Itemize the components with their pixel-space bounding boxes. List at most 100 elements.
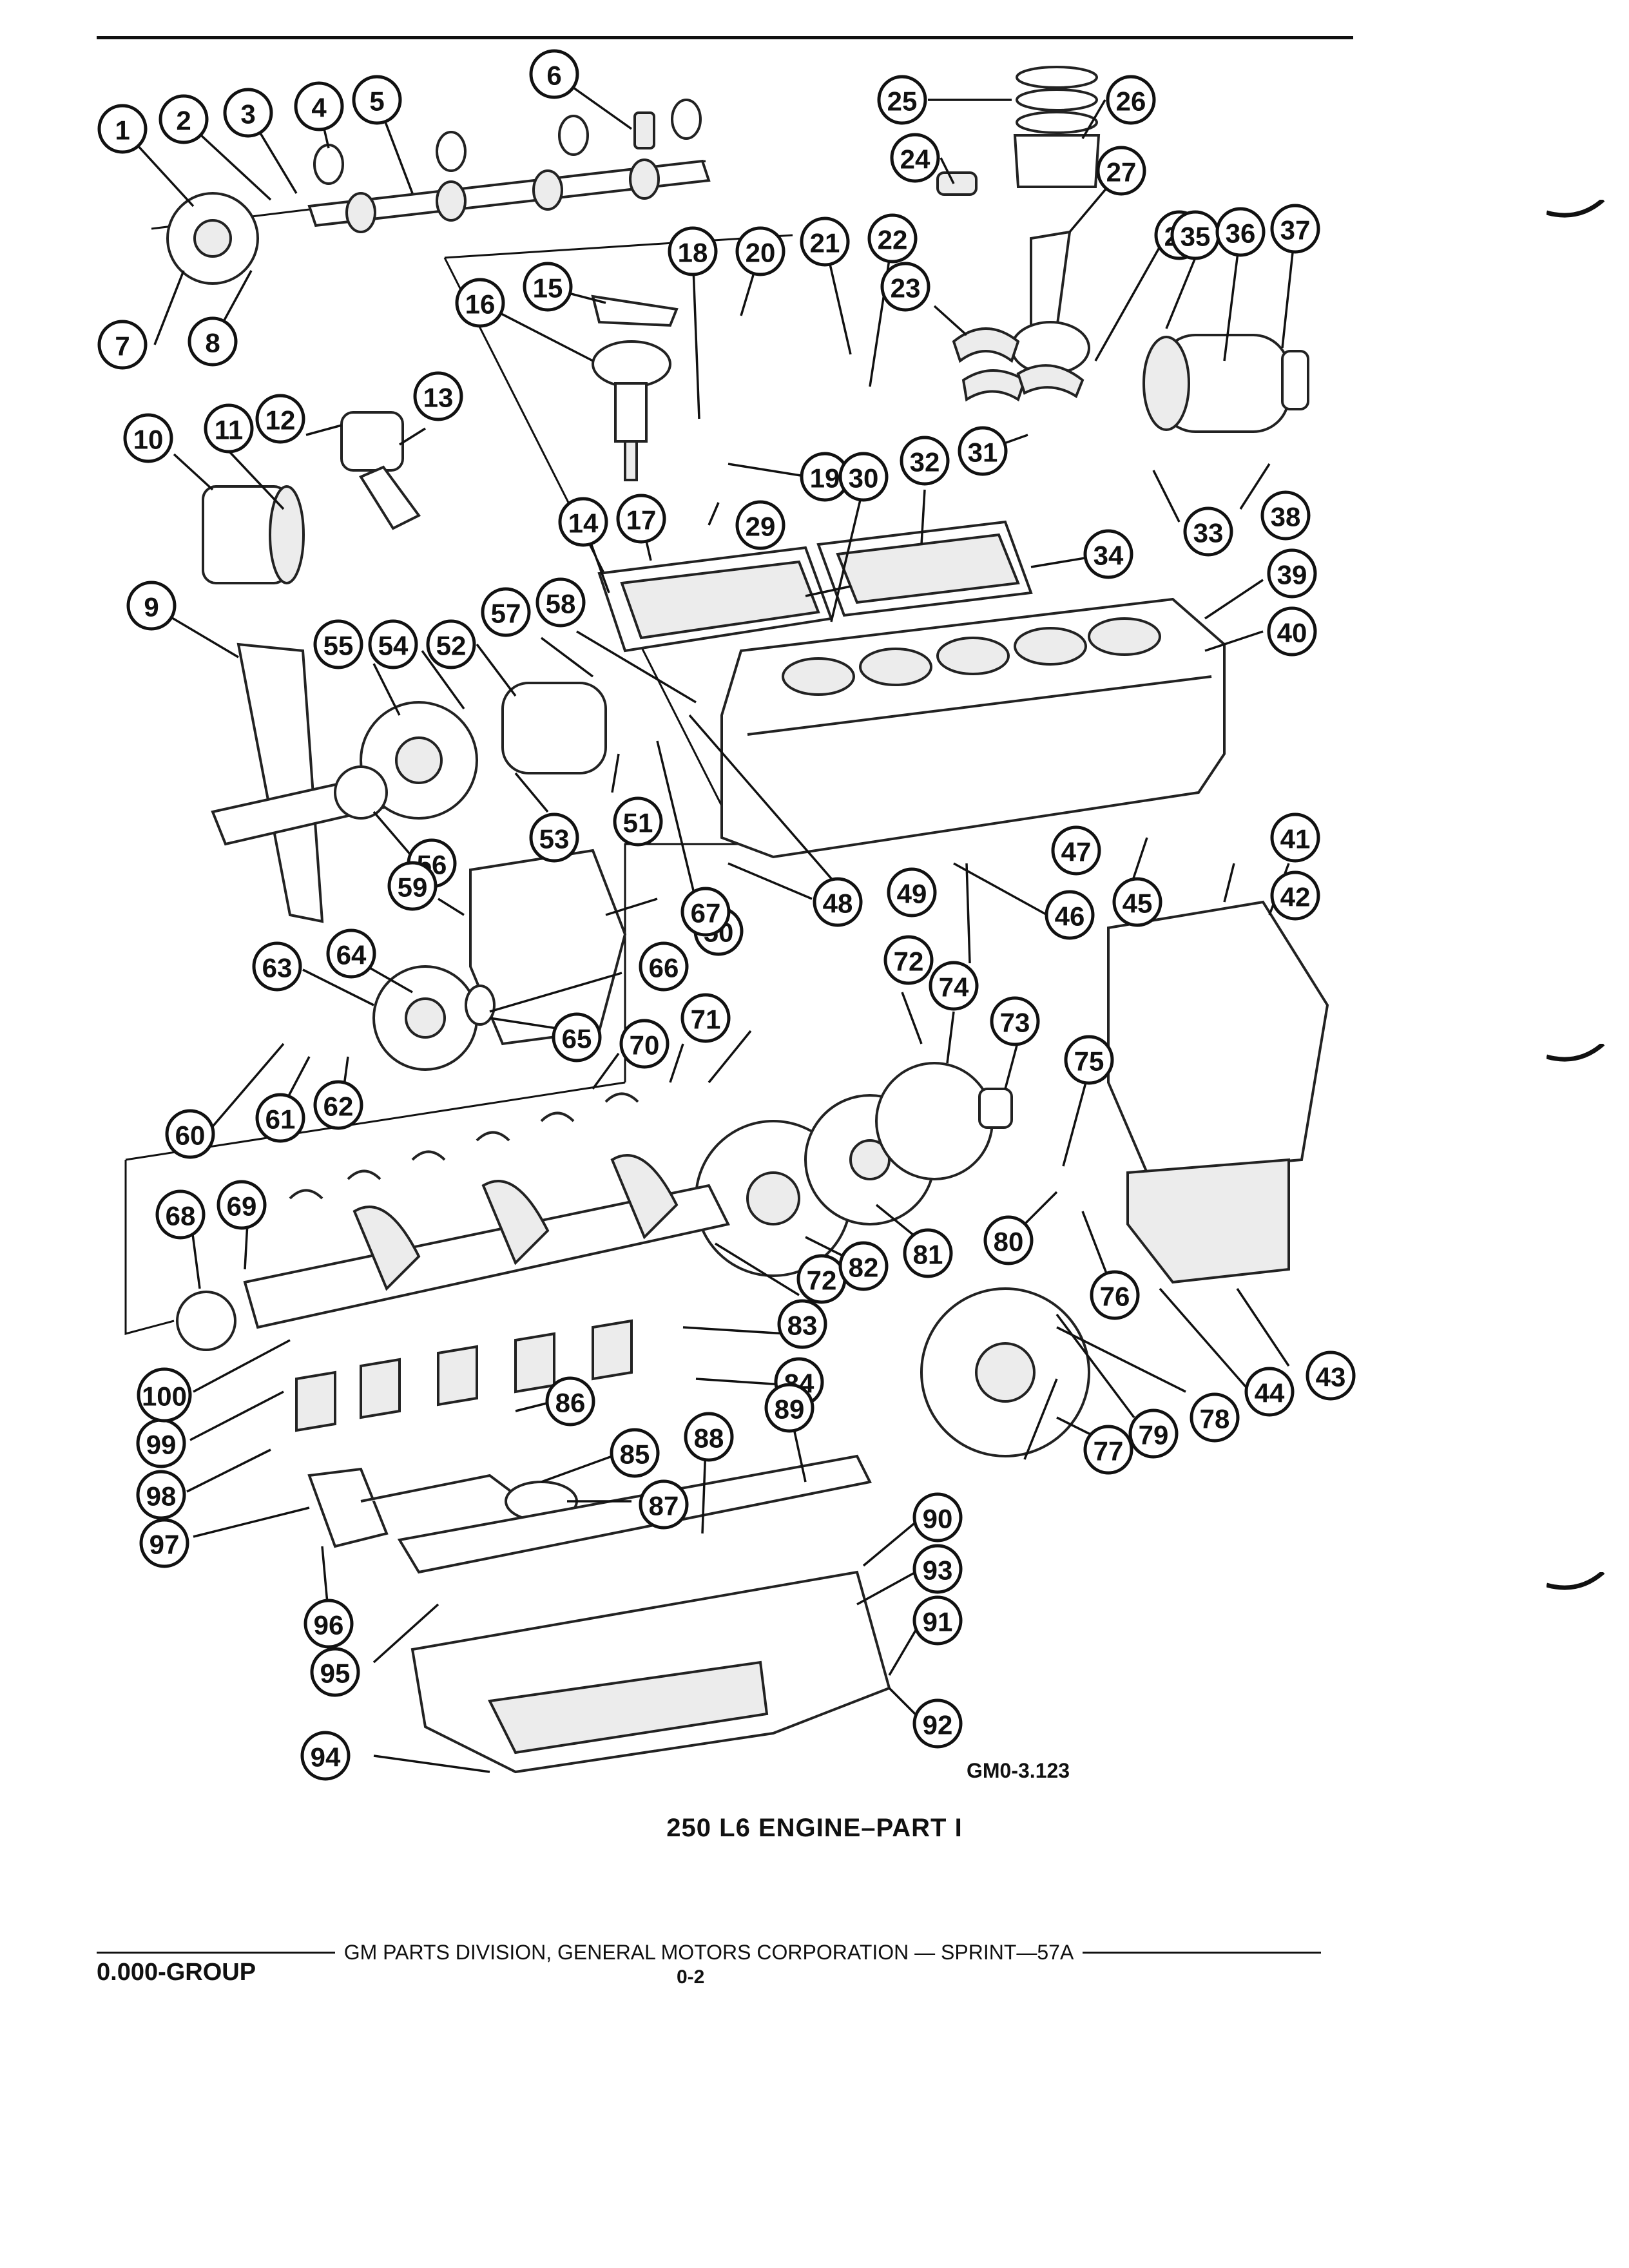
- callout-label: 18: [678, 238, 708, 268]
- callout-14: 14: [558, 497, 608, 547]
- callout-22: 22: [867, 213, 918, 264]
- callout-label: 15: [533, 273, 563, 303]
- callout-label: 79: [1139, 1420, 1169, 1450]
- callout-label: 98: [146, 1481, 177, 1512]
- callout-label: 10: [133, 425, 164, 455]
- callout-label: 74: [939, 972, 969, 1003]
- oil-filter: [202, 485, 305, 584]
- callout-83: 83: [777, 1299, 827, 1349]
- callout-67: 67: [680, 887, 731, 937]
- callout-label: 17: [626, 505, 657, 535]
- callout-label: 13: [423, 383, 454, 413]
- callout-85: 85: [610, 1428, 660, 1478]
- callout-11: 11: [204, 403, 254, 454]
- callout-59: 59: [387, 861, 438, 911]
- callout-label: 21: [810, 228, 840, 258]
- callout-16: 16: [455, 278, 505, 328]
- callout-26: 26: [1106, 75, 1156, 125]
- callout-label: 77: [1094, 1436, 1124, 1466]
- callout-label: 73: [1000, 1008, 1030, 1038]
- callout-10: 10: [123, 413, 173, 463]
- callout-64: 64: [326, 928, 376, 979]
- callout-43: 43: [1306, 1350, 1356, 1401]
- callout-label: 8: [205, 328, 220, 358]
- binder-mark-2: [1547, 1044, 1605, 1062]
- callout-89: 89: [764, 1383, 815, 1433]
- callout-52: 52: [426, 619, 476, 669]
- figure-caption: 250 L6 ENGINE–PART I: [666, 1814, 963, 1842]
- callout-label: 72: [894, 947, 924, 977]
- callout-71: 71: [680, 993, 731, 1043]
- callout-45: 45: [1112, 877, 1162, 927]
- callout-72: 72: [796, 1254, 847, 1304]
- callout-label: 71: [691, 1004, 721, 1035]
- callout-38: 38: [1260, 490, 1311, 541]
- callout-label: 45: [1123, 889, 1153, 919]
- callout-58: 58: [535, 577, 586, 628]
- callout-label: 60: [175, 1120, 206, 1151]
- callout-label: 88: [694, 1423, 724, 1454]
- bell-housing: [1107, 900, 1329, 1284]
- callout-35: 35: [1170, 210, 1220, 260]
- timing-gear: [166, 192, 259, 285]
- callout-93: 93: [912, 1544, 963, 1594]
- binder-mark-3: [1547, 1572, 1605, 1590]
- callout-90: 90: [912, 1492, 963, 1542]
- clutch-and-flywheel: [695, 1062, 1090, 1457]
- callout-label: 53: [539, 824, 570, 854]
- callout-66: 66: [639, 941, 689, 992]
- callout-34: 34: [1083, 529, 1133, 579]
- callout-92: 92: [912, 1698, 963, 1749]
- piston-and-rings: [936, 66, 1101, 196]
- cylinder-block: [720, 597, 1226, 859]
- callout-label: 76: [1100, 1282, 1130, 1312]
- callout-9: 9: [126, 581, 177, 631]
- callout-32: 32: [900, 436, 950, 486]
- callout-label: 63: [262, 953, 293, 983]
- callout-label: 11: [215, 415, 243, 445]
- exploded-engine-diagram: 1234567891011121314151617181920212223242…: [97, 49, 1356, 1781]
- callout-label: 58: [546, 589, 576, 619]
- callout-37: 37: [1270, 204, 1320, 254]
- callout-label: 26: [1116, 86, 1146, 117]
- callout-25: 25: [877, 75, 927, 125]
- top-rule: [97, 36, 1353, 39]
- callout-label: 1: [115, 115, 130, 146]
- callout-48: 48: [813, 877, 863, 927]
- callout-77: 77: [1083, 1425, 1133, 1475]
- footer-rule-left: [97, 1952, 335, 1954]
- callout-96: 96: [304, 1599, 354, 1649]
- callout-label: 9: [144, 592, 159, 622]
- callout-5: 5: [352, 75, 402, 125]
- callout-label: 3: [240, 99, 255, 130]
- footer-line: GM PARTS DIVISION, GENERAL MOTORS CORPOR…: [97, 1941, 1321, 1965]
- callout-57: 57: [481, 587, 531, 637]
- callout-79: 79: [1128, 1408, 1179, 1459]
- callout-label: 52: [436, 631, 467, 661]
- callout-label: 64: [336, 940, 367, 970]
- timing-cover-balancer: [372, 849, 627, 1071]
- callout-72: 72: [883, 935, 934, 985]
- callout-label: 94: [311, 1742, 341, 1773]
- callout-label: 69: [227, 1191, 257, 1222]
- callout-label: 49: [897, 879, 927, 909]
- callout-label: 96: [314, 1610, 344, 1640]
- callout-75: 75: [1064, 1035, 1114, 1085]
- callout-69: 69: [217, 1180, 267, 1230]
- water-pump-pulleys: [334, 682, 607, 820]
- footer-text: GM PARTS DIVISION, GENERAL MOTORS CORPOR…: [343, 1941, 1074, 1964]
- connecting-rod: [952, 230, 1090, 402]
- callout-label: 70: [630, 1030, 660, 1061]
- callout-73: 73: [990, 996, 1040, 1046]
- callout-62: 62: [313, 1080, 363, 1130]
- callout-label: 43: [1316, 1362, 1346, 1392]
- callout-label: 91: [923, 1607, 953, 1637]
- callout-label: 16: [465, 289, 496, 320]
- callout-label: 4: [311, 93, 327, 123]
- callout-21: 21: [800, 216, 850, 267]
- callout-68: 68: [155, 1189, 206, 1240]
- callout-55: 55: [313, 619, 363, 669]
- callout-label: 51: [623, 808, 653, 838]
- callout-18: 18: [668, 226, 718, 276]
- callout-label: 81: [913, 1240, 943, 1270]
